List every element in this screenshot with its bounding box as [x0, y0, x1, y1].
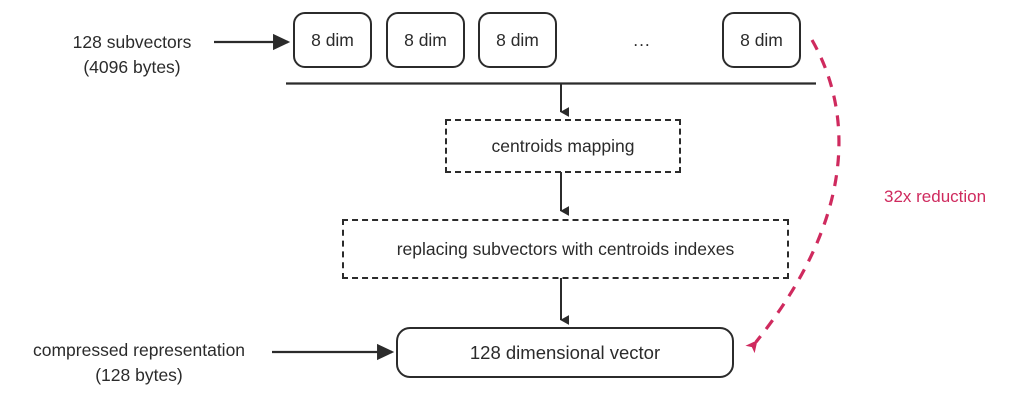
- subvector-chip[interactable]: 8 dim: [722, 12, 801, 68]
- result-box-label: 128 dimensional vector: [469, 341, 661, 363]
- output-label-line2: (128 bytes): [95, 365, 183, 386]
- subvector-chip[interactable]: 8 dim: [478, 12, 557, 68]
- input-label-line2: (4096 bytes): [83, 57, 181, 78]
- output-label-line1: compressed representation: [32, 340, 246, 360]
- subvector-chip-label: 8 dim: [496, 29, 539, 50]
- reduction-annotation-label: 32x reduction: [884, 187, 987, 206]
- reduction-curve: [745, 39, 841, 354]
- input-label-line1: 128 subvectors: [72, 32, 192, 52]
- step-replacing-subvectors-label: replacing subvectors with centroids inde…: [396, 238, 735, 259]
- result-box[interactable]: 128 dimensional vector: [396, 327, 734, 378]
- output-label: compressed representation (128 bytes): [12, 338, 266, 389]
- subvector-chip-label: 8 dim: [740, 29, 783, 50]
- step-replacing-subvectors[interactable]: replacing subvectors with centroids inde…: [342, 219, 789, 279]
- step-centroids-mapping[interactable]: centroids mapping: [445, 119, 681, 173]
- subvector-chip[interactable]: 8 dim: [386, 12, 465, 68]
- subvector-chip-label: 8 dim: [311, 29, 354, 50]
- subvector-chip[interactable]: 8 dim: [293, 12, 372, 68]
- step-centroids-mapping-label: centroids mapping: [491, 135, 635, 156]
- input-label: 128 subvectors (4096 bytes): [48, 30, 216, 81]
- subvector-ellipsis: ...: [633, 29, 651, 50]
- subvector-chip-label: 8 dim: [404, 29, 447, 50]
